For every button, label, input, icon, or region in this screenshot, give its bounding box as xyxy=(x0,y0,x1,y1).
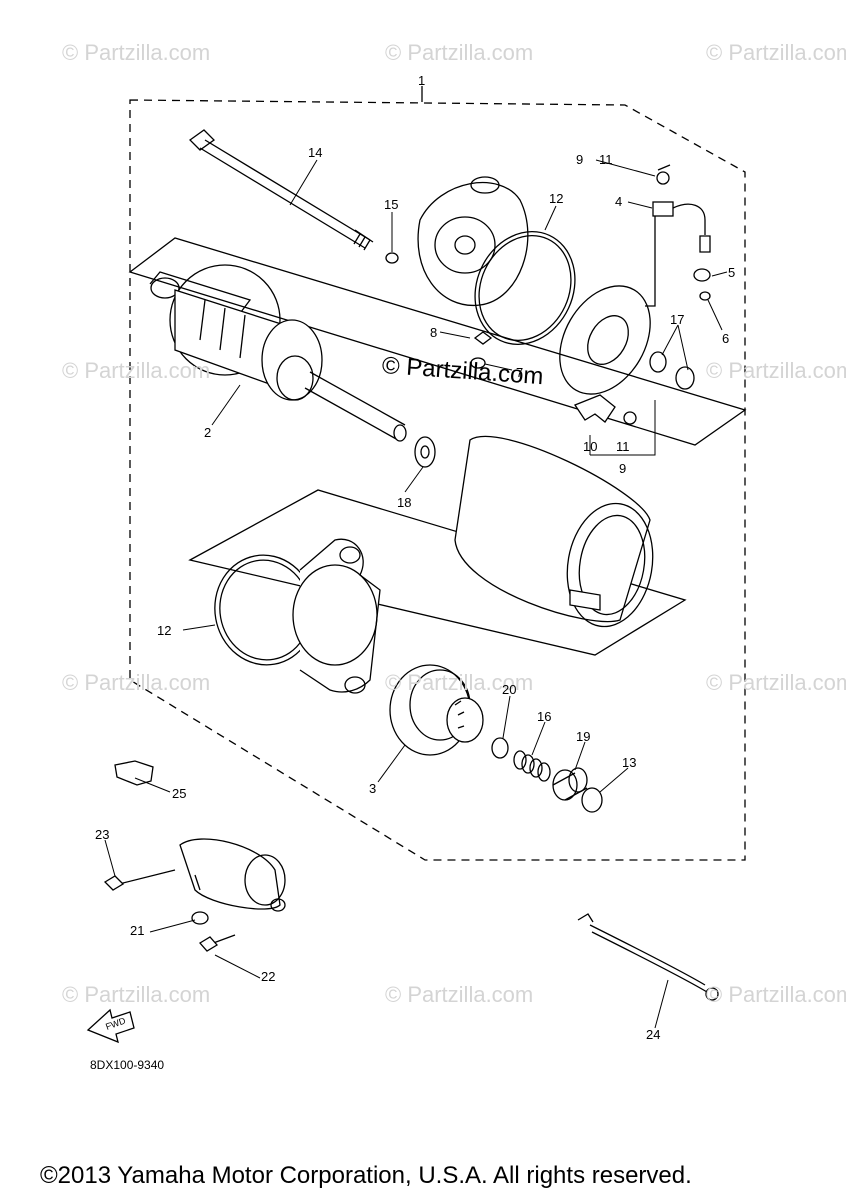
callout-6: 6 xyxy=(722,331,730,346)
callout-11: 11 xyxy=(599,152,613,167)
assembly-boundary xyxy=(129,99,746,861)
ring-20 xyxy=(491,737,509,759)
o-ring-upper xyxy=(474,231,576,345)
watermark: © Partzilla.com xyxy=(385,982,534,1007)
copyright-notice: ©2013 Yamaha Motor Corporation, U.S.A. A… xyxy=(40,1162,692,1189)
callout-9: 9 xyxy=(619,461,627,476)
circlip-13 xyxy=(581,787,603,813)
callout-14: 14 xyxy=(308,145,323,160)
yoke-housing xyxy=(454,435,654,628)
callout-12: 12 xyxy=(157,623,172,638)
fwd-arrow-icon xyxy=(86,1008,135,1044)
watermark: © Partzilla.com xyxy=(706,982,846,1007)
callout-12: 12 xyxy=(549,191,564,206)
callout-24: 24 xyxy=(646,1027,661,1042)
front-cover xyxy=(214,538,381,694)
watermark: © Partzilla.com xyxy=(62,670,211,695)
callout-5: 5 xyxy=(728,265,736,280)
callout-17: 17 xyxy=(670,312,685,327)
callout-19: 19 xyxy=(576,729,591,744)
callout-15: 15 xyxy=(384,197,399,212)
callout-22: 22 xyxy=(261,969,276,984)
cable-24 xyxy=(577,913,719,1001)
callout-2: 2 xyxy=(204,425,212,440)
leader-lines xyxy=(104,159,728,1029)
bracket-25 xyxy=(114,760,154,786)
callout-21: 21 xyxy=(130,923,145,938)
callout-1: 1 xyxy=(418,73,426,88)
callout-13: 13 xyxy=(622,755,637,770)
callout-18: 18 xyxy=(397,495,412,510)
watermark: © Partzilla.com xyxy=(62,40,211,65)
callout-9: 9 xyxy=(576,152,584,167)
rear-cover xyxy=(417,176,529,306)
callout-8: 8 xyxy=(430,325,438,340)
watermark: © Partzilla.com xyxy=(62,982,211,1007)
callout-4: 4 xyxy=(615,194,623,209)
callout-25: 25 xyxy=(172,786,187,801)
callout-20: 20 xyxy=(502,682,517,697)
upper-plane xyxy=(128,237,747,446)
spring-16 xyxy=(513,750,551,782)
brush-holder xyxy=(574,394,616,423)
starter-motor-assembly xyxy=(179,838,286,912)
callout-7: 7 xyxy=(516,365,524,380)
through-bolt xyxy=(188,129,374,251)
washer-17a xyxy=(649,351,667,373)
lower-plane xyxy=(188,489,687,656)
washer-18 xyxy=(414,436,436,468)
washer-17b xyxy=(675,366,695,390)
watermark: © Partzilla.com xyxy=(706,670,846,695)
callout-10: 10 xyxy=(583,439,598,454)
brush-lead xyxy=(645,201,711,307)
callout-16: 16 xyxy=(537,709,552,724)
watermark: © Partzilla.com xyxy=(385,40,534,65)
callout-3: 3 xyxy=(369,781,377,796)
diagram-code: 8DX100-9340 xyxy=(90,1058,165,1072)
bushing-19 xyxy=(552,767,588,801)
starter-clutch xyxy=(389,664,484,756)
callout-23: 23 xyxy=(95,827,110,842)
callout-11: 11 xyxy=(616,439,630,454)
watermark: © Partzilla.com xyxy=(62,358,211,383)
armature xyxy=(149,264,407,442)
watermark: © Partzilla.com xyxy=(706,40,846,65)
watermark: © Partzilla.com xyxy=(385,670,534,695)
brush-plate xyxy=(559,285,651,395)
watermark: © Partzilla.com xyxy=(706,358,846,383)
